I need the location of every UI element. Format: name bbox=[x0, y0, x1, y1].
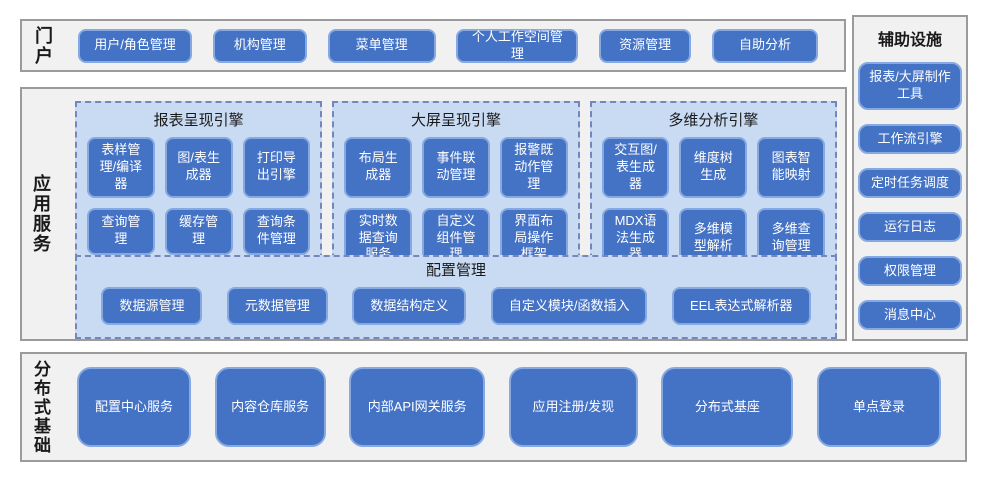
panel-title: 大屏呈现引擎 bbox=[410, 112, 501, 129]
diagram-node: 工作流引擎 bbox=[858, 124, 962, 154]
diagram-node: 报警既动作管理 bbox=[499, 137, 568, 198]
panel-title: 多维分析引擎 bbox=[668, 112, 759, 129]
section-app-services: 应用服务 报表呈现引擎 表样管理/编译器 图/表生成器 打印导出引擎 查询管理 … bbox=[20, 87, 847, 341]
portal-items: 用户/角色管理 机构管理 菜单管理 个人工作空间管理 资源管理 自助分析 bbox=[78, 28, 818, 63]
panel-olap-engine: 多维分析引擎 交互图/表生成器 维度树生成 图表智能映射 MDX语法生成器 多维… bbox=[589, 101, 837, 281]
engine-panels: 报表呈现引擎 表样管理/编译器 图/表生成器 打印导出引擎 查询管理 缓存管理 … bbox=[75, 101, 837, 281]
diagram-node: 资源管理 bbox=[599, 28, 692, 63]
app-services-label: 应用服务 bbox=[31, 174, 51, 254]
panel-bigscreen-engine: 大屏呈现引擎 布局生成器 事件联动管理 报警既动作管理 实时数据查询服务 自定义… bbox=[332, 101, 580, 281]
foundation-label: 分布式基础 bbox=[31, 359, 50, 455]
diagram-node: 事件联动管理 bbox=[422, 137, 490, 198]
section-auxiliary: 辅助设施 报表/大屏制作工具 工作流引擎 定时任务调度 运行日志 权限管理 消息… bbox=[852, 15, 968, 341]
diagram-node: 消息中心 bbox=[858, 300, 962, 330]
diagram-node: 布局生成器 bbox=[344, 137, 413, 198]
panel-title: 配置管理 bbox=[425, 262, 486, 279]
diagram-node: 交互图/表生成器 bbox=[601, 137, 670, 198]
auxiliary-title: 辅助设施 bbox=[877, 32, 942, 49]
diagram-node: 个人工作空间管理 bbox=[456, 28, 579, 63]
diagram-node: 查询条件管理 bbox=[242, 207, 311, 255]
diagram-node: 表样管理/编译器 bbox=[87, 137, 155, 198]
diagram-node: 维度树生成 bbox=[679, 137, 748, 198]
diagram-node: 用户/角色管理 bbox=[78, 28, 192, 63]
diagram-node: 数据源管理 bbox=[101, 287, 203, 325]
foundation-items: 配置中心服务 内容仓库服务 内部API网关服务 应用注册/发现 分布式基座 单点… bbox=[77, 367, 941, 447]
diagram-node: 自助分析 bbox=[711, 28, 818, 63]
engine-grid: 布局生成器 事件联动管理 报警既动作管理 实时数据查询服务 自定义组件管理 界面… bbox=[344, 137, 568, 269]
panel-report-engine: 报表呈现引擎 表样管理/编译器 图/表生成器 打印导出引擎 查询管理 缓存管理 … bbox=[75, 101, 323, 281]
diagram-node: 元数据管理 bbox=[226, 287, 328, 325]
engine-grid: 交互图/表生成器 维度树生成 图表智能映射 MDX语法生成器 多维模型解析 多维… bbox=[601, 137, 825, 269]
diagram-node: 打印导出引擎 bbox=[242, 137, 311, 198]
diagram-node: 内部API网关服务 bbox=[349, 367, 486, 447]
panel-config-management: 配置管理 数据源管理 元数据管理 数据结构定义 自定义模块/函数插入 EEL表达… bbox=[75, 255, 837, 339]
auxiliary-items: 报表/大屏制作工具 工作流引擎 定时任务调度 运行日志 权限管理 消息中心 bbox=[854, 62, 966, 330]
section-portal: 门户 用户/角色管理 机构管理 菜单管理 个人工作空间管理 资源管理 自助分析 bbox=[20, 19, 846, 72]
diagram-node: 图表智能映射 bbox=[757, 137, 825, 198]
diagram-node: 内容仓库服务 bbox=[214, 367, 326, 447]
diagram-node: 运行日志 bbox=[858, 212, 962, 242]
diagram-node: 查询管理 bbox=[87, 207, 155, 255]
config-items: 数据源管理 元数据管理 数据结构定义 自定义模块/函数插入 EEL表达式解析器 bbox=[77, 287, 835, 325]
diagram-node: 单点登录 bbox=[816, 367, 941, 447]
diagram-node: 定时任务调度 bbox=[858, 168, 962, 198]
diagram-node: 机构管理 bbox=[212, 28, 307, 63]
diagram-node: 图/表生成器 bbox=[164, 137, 233, 198]
diagram-node: 分布式基座 bbox=[661, 367, 794, 447]
engine-grid: 表样管理/编译器 图/表生成器 打印导出引擎 查询管理 缓存管理 查询条件管理 bbox=[87, 137, 311, 255]
diagram-node: 菜单管理 bbox=[327, 28, 436, 63]
diagram-node: 权限管理 bbox=[858, 256, 962, 286]
diagram-node: 应用注册/发现 bbox=[508, 367, 638, 447]
diagram-node: EEL表达式解析器 bbox=[671, 287, 811, 325]
diagram-node: 报表/大屏制作工具 bbox=[858, 62, 962, 110]
diagram-node: 自定义模块/函数插入 bbox=[490, 287, 648, 325]
diagram-node: 配置中心服务 bbox=[77, 367, 191, 447]
section-foundation: 分布式基础 配置中心服务 内容仓库服务 内部API网关服务 应用注册/发现 分布… bbox=[20, 352, 967, 462]
diagram-node: 数据结构定义 bbox=[352, 287, 467, 325]
diagram-node: 缓存管理 bbox=[164, 207, 233, 255]
portal-label: 门户 bbox=[33, 25, 53, 66]
panel-title: 报表呈现引擎 bbox=[153, 112, 244, 129]
